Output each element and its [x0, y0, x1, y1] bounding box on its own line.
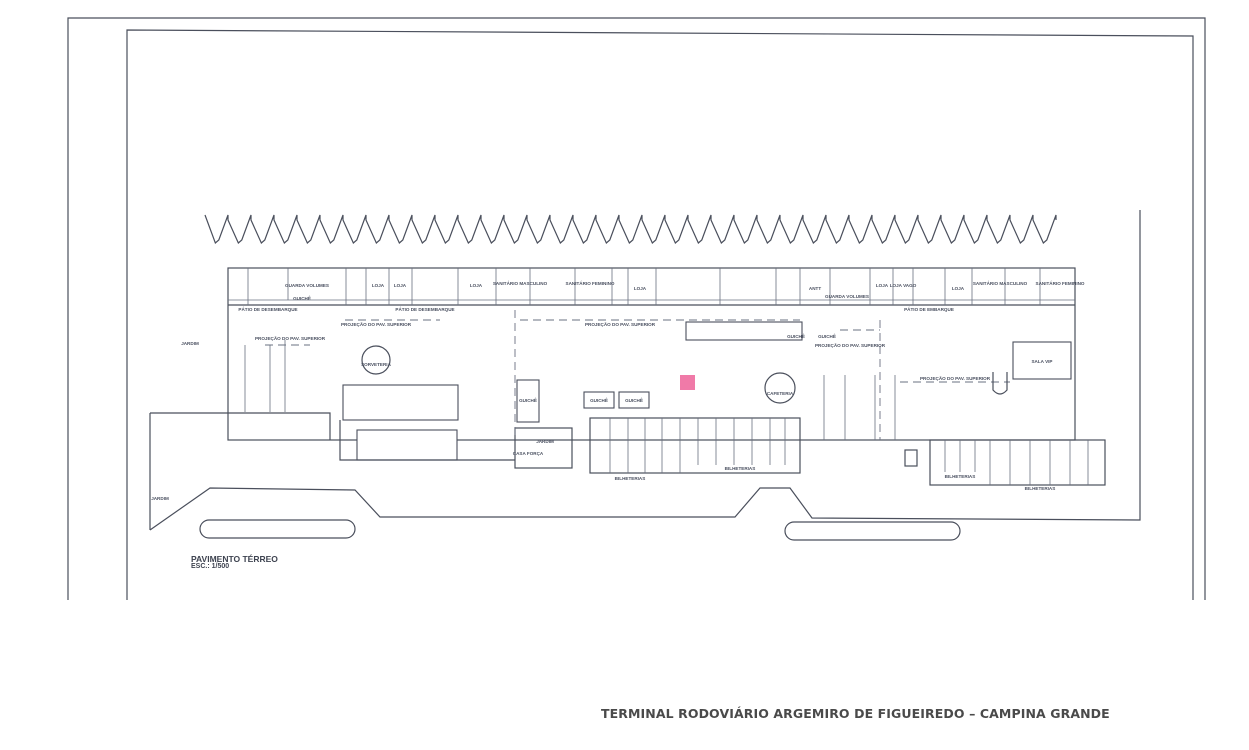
label-bilheterias: BILHETERIAS: [1025, 486, 1056, 491]
label-loja: LOJA: [952, 286, 965, 291]
sorveteria-kiosk: [361, 345, 391, 375]
label-jardim: JARDIM: [181, 341, 199, 346]
plan-title-block: PAVIMENTO TÉRREO ESC.: 1/500: [191, 555, 278, 571]
document-caption: TERMINAL RODOVIÁRIO ARGEMIRO DE FIGUEIRE…: [601, 706, 1110, 721]
label-sanitario-masculino: SANITÁRIO MASCULINO: [493, 280, 548, 286]
label-jardim: JARDIM: [536, 439, 554, 444]
plan-title: PAVIMENTO TÉRREO: [191, 554, 278, 564]
label-bilheterias: BILHETERIAS: [725, 466, 756, 471]
label-bilheterias: BILHETERIAS: [945, 474, 976, 479]
label-patio-desembarque: PÁTIO DE DESEMBARQUE: [395, 306, 454, 312]
label-guiche: GUICHÊ: [519, 396, 537, 403]
label-guiche: GUICHÊ: [625, 396, 643, 403]
label-cafeteria: CAFETERIA: [767, 391, 794, 396]
label-loja: LOJA: [394, 283, 407, 288]
cafeteria-kiosk: [764, 372, 796, 404]
site-outline: [149, 210, 1141, 541]
label-projecao: PROJEÇÃO DO PAV. SUPERIOR: [920, 375, 991, 381]
label-guiche: GUICHÊ: [787, 332, 805, 339]
label-guarda-volumes: GUARDA VOLUMES: [825, 294, 869, 299]
building: [150, 267, 1106, 486]
label-projecao: PROJEÇÃO DO PAV. SUPERIOR: [255, 335, 326, 341]
label-patio-embarque: PÁTIO DE EMBARQUE: [904, 306, 954, 312]
label-guiche: GUICHÊ: [590, 396, 608, 403]
zigzag-roof-outline: [204, 214, 1057, 245]
label-loja: LOJA: [372, 283, 385, 288]
label-jardim: JARDIM: [151, 496, 169, 501]
label-projecao: PROJEÇÃO DO PAV. SUPERIOR: [585, 321, 656, 327]
plan-scale: ESC.: 1/500: [191, 563, 230, 570]
label-guiche: GUICHÊ: [818, 332, 836, 339]
label-loja-vago: LOJA VAGO: [890, 283, 917, 288]
label-projecao: PROJEÇÃO DO PAV. SUPERIOR: [341, 321, 412, 327]
label-bilheterias: BILHETERIAS: [615, 476, 646, 481]
label-sorveteria: SORVETERIA: [361, 362, 391, 367]
label-sala-vip: SALA VIP: [1031, 359, 1052, 364]
label-antt: ANTT: [809, 286, 821, 291]
label-guiche: GUICHÊ: [293, 294, 311, 301]
label-guarda-volumes: GUARDA VOLUMES: [285, 283, 329, 288]
label-projecao: PROJEÇÃO DO PAV. SUPERIOR: [815, 342, 886, 348]
label-loja: LOJA: [634, 286, 647, 291]
pink-marker: [680, 375, 695, 390]
label-sanitario-feminino: SANITÁRIO FEMININO: [566, 280, 615, 286]
sheet-frame: [67, 17, 1206, 600]
label-patio-desembarque: PÁTIO DE DESEMBARQUE: [238, 306, 297, 312]
traffic-island-left: [199, 519, 356, 539]
label-sanitario-feminino: SANITÁRIO FEMININO: [1036, 280, 1085, 286]
label-sanitario-masculino: SANITÁRIO MASCULINO: [973, 280, 1028, 286]
label-casa-forca: CASA FORÇA: [513, 451, 544, 456]
label-loja: LOJA: [876, 283, 889, 288]
label-loja: LOJA: [470, 283, 483, 288]
traffic-island-right: [784, 521, 961, 541]
room-labels: LOJA LOJA LOJA LOJA LOJA LOJA LOJA VAGO …: [151, 280, 1085, 501]
